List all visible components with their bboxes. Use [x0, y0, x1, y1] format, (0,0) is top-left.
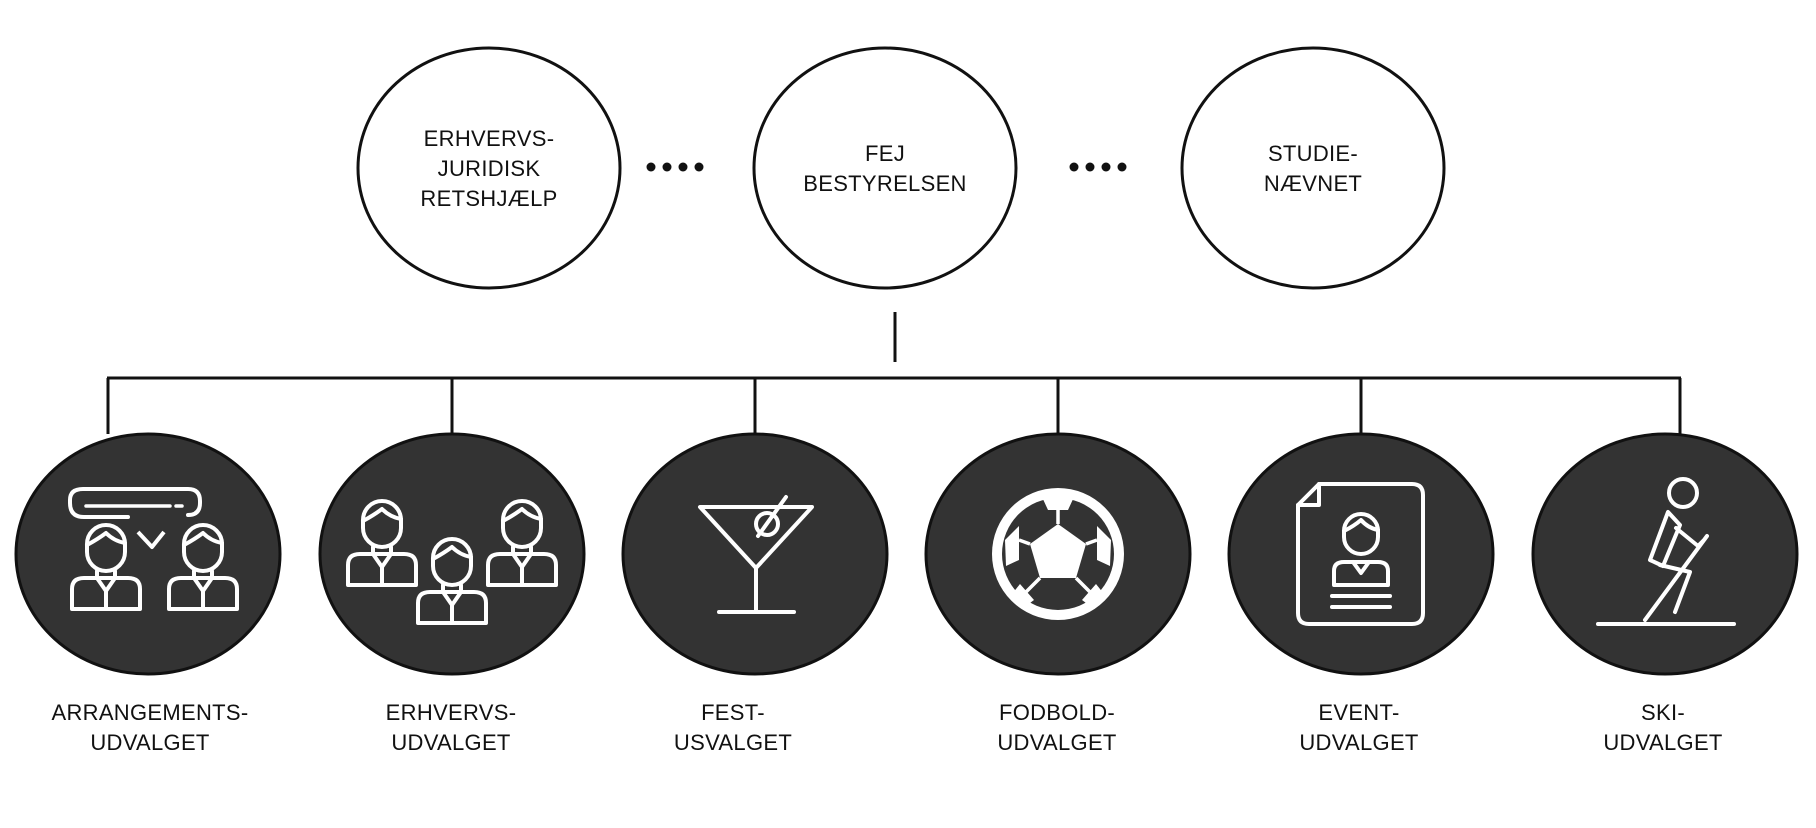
profile-document-icon [1296, 482, 1425, 626]
top-oval-studienaevnet [1180, 46, 1446, 290]
caption-fest: FEST- USVALGET [674, 698, 792, 758]
caption-line: FEST- [701, 700, 765, 725]
top-label-juridisk: ERHVERVS- JURIDISK RETSHJÆLP [420, 124, 557, 214]
top-label-bestyrelsen: FEJ BESTYRELSEN [803, 139, 966, 199]
committee-circle-fest [621, 432, 889, 676]
top-label-line: FEJ [864, 141, 905, 166]
skier-icon [1596, 477, 1736, 626]
top-oval-bestyrelsen [752, 46, 1018, 290]
committee-circle-ski [1531, 432, 1799, 676]
top-label-studienaevnet: STUDIE- NÆVNET [1264, 139, 1362, 199]
caption-line: ARRANGEMENTS- [51, 700, 249, 725]
committee-circle-event [1227, 432, 1495, 676]
caption-arrangements: ARRANGEMENTS- UDVALGET [51, 698, 248, 758]
connector-lines [106, 312, 1682, 434]
caption-line: UDVALGET [90, 730, 210, 755]
caption-line: UDVALGET [1299, 730, 1419, 755]
caption-line: FODBOLD- [998, 700, 1116, 725]
ellipsis-dots-right [1069, 162, 1127, 172]
top-oval-juridisk [356, 46, 622, 290]
caption-line: UDVALGET [1603, 730, 1723, 755]
caption-event: EVENT- UDVALGET [1299, 698, 1418, 758]
caption-fodbold: FODBOLD- UDVALGET [997, 698, 1116, 758]
soccer-ball-icon [992, 488, 1124, 620]
caption-line: USVALGET [673, 730, 793, 755]
caption-line: UDVALGET [997, 730, 1117, 755]
top-label-line: JURIDISK [437, 156, 541, 181]
cocktail-icon [698, 495, 814, 614]
committee-circle-erhvervs [318, 432, 586, 676]
ellipsis-dots-left [646, 162, 704, 172]
top-label-line: RETSHJÆLP [420, 186, 558, 211]
conversation-icon [68, 487, 239, 611]
top-label-line: ERHVERVS- [423, 126, 555, 151]
top-label-line: BESTYRELSEN [803, 171, 967, 196]
caption-ski: SKI- UDVALGET [1603, 698, 1722, 758]
committee-circle-fodbold [924, 432, 1192, 676]
caption-line: EVENT- [1318, 700, 1400, 725]
caption-line: UDVALGET [391, 730, 511, 755]
caption-line: ERHVERVS- [385, 700, 517, 725]
top-label-line: NÆVNET [1263, 171, 1363, 196]
top-label-line: STUDIE- [1267, 141, 1359, 166]
committee-circle-arrangements [14, 432, 282, 676]
caption-erhvervs: ERHVERVS- UDVALGET [386, 698, 517, 758]
caption-line: SKI- [1640, 700, 1685, 725]
